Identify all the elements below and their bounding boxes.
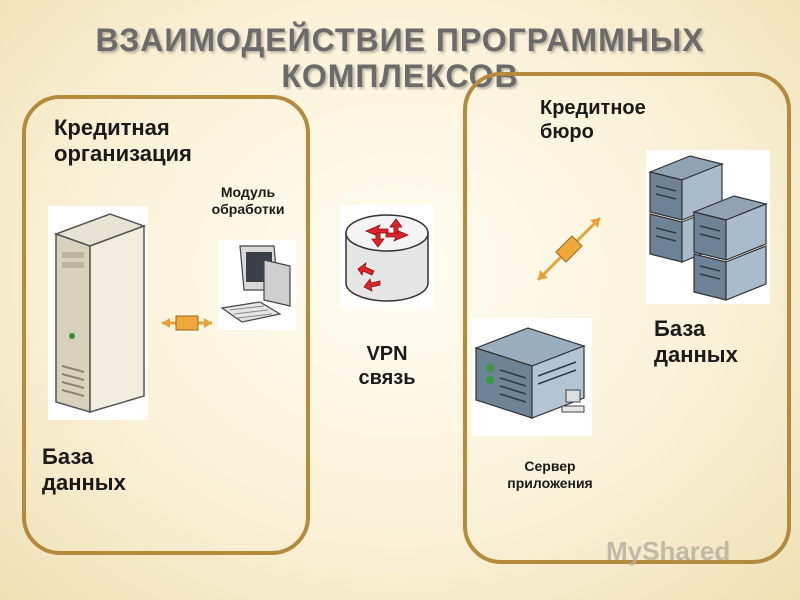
vpn-router-icon bbox=[340, 205, 434, 309]
database-server-rack-icon bbox=[646, 150, 770, 304]
credit-organization-label: Кредитная организация bbox=[54, 115, 192, 168]
credit-organization-panel bbox=[22, 95, 310, 555]
right-connector-icon bbox=[534, 214, 604, 284]
database-tower-server-icon bbox=[48, 206, 148, 420]
processing-module-label: Модуль обработки bbox=[200, 184, 296, 218]
credit-organization-line-2: организация bbox=[54, 141, 192, 167]
vpn-label: VPN связь bbox=[340, 342, 434, 390]
application-server-line-2: приложения bbox=[507, 474, 593, 491]
processing-module-line-2: обработки bbox=[211, 200, 285, 217]
vpn-line-1: VPN bbox=[366, 343, 408, 365]
application-server-line-1: Сервер bbox=[524, 458, 576, 474]
left-database-line-1: База bbox=[42, 444, 94, 469]
credit-bureau-panel bbox=[463, 72, 791, 564]
right-database-line-2: данных bbox=[654, 342, 738, 368]
right-database-line-1: База bbox=[654, 316, 706, 341]
credit-bureau-label: Кредитное бюро bbox=[540, 96, 646, 144]
application-server-label: Сервер приложения bbox=[486, 458, 614, 492]
left-connector-icon bbox=[160, 312, 214, 334]
credit-bureau-line-2: бюро bbox=[540, 121, 594, 143]
credit-organization-line-1: Кредитная bbox=[54, 115, 170, 140]
left-database-line-2: данных bbox=[42, 470, 126, 496]
processing-module-computer-icon bbox=[218, 240, 296, 330]
title-line-1: ВЗАИМОДЕЙСТВИЕ ПРОГРАММНЫХ bbox=[95, 22, 705, 58]
credit-bureau-line-1: Кредитное bbox=[540, 97, 646, 119]
application-server-icon bbox=[472, 318, 592, 436]
right-database-label: База данных bbox=[654, 316, 738, 369]
watermark-logo: MyShared bbox=[606, 536, 731, 566]
left-database-label: База данных bbox=[42, 444, 126, 497]
vpn-line-2: связь bbox=[358, 367, 416, 389]
processing-module-line-1: Модуль bbox=[220, 184, 276, 200]
